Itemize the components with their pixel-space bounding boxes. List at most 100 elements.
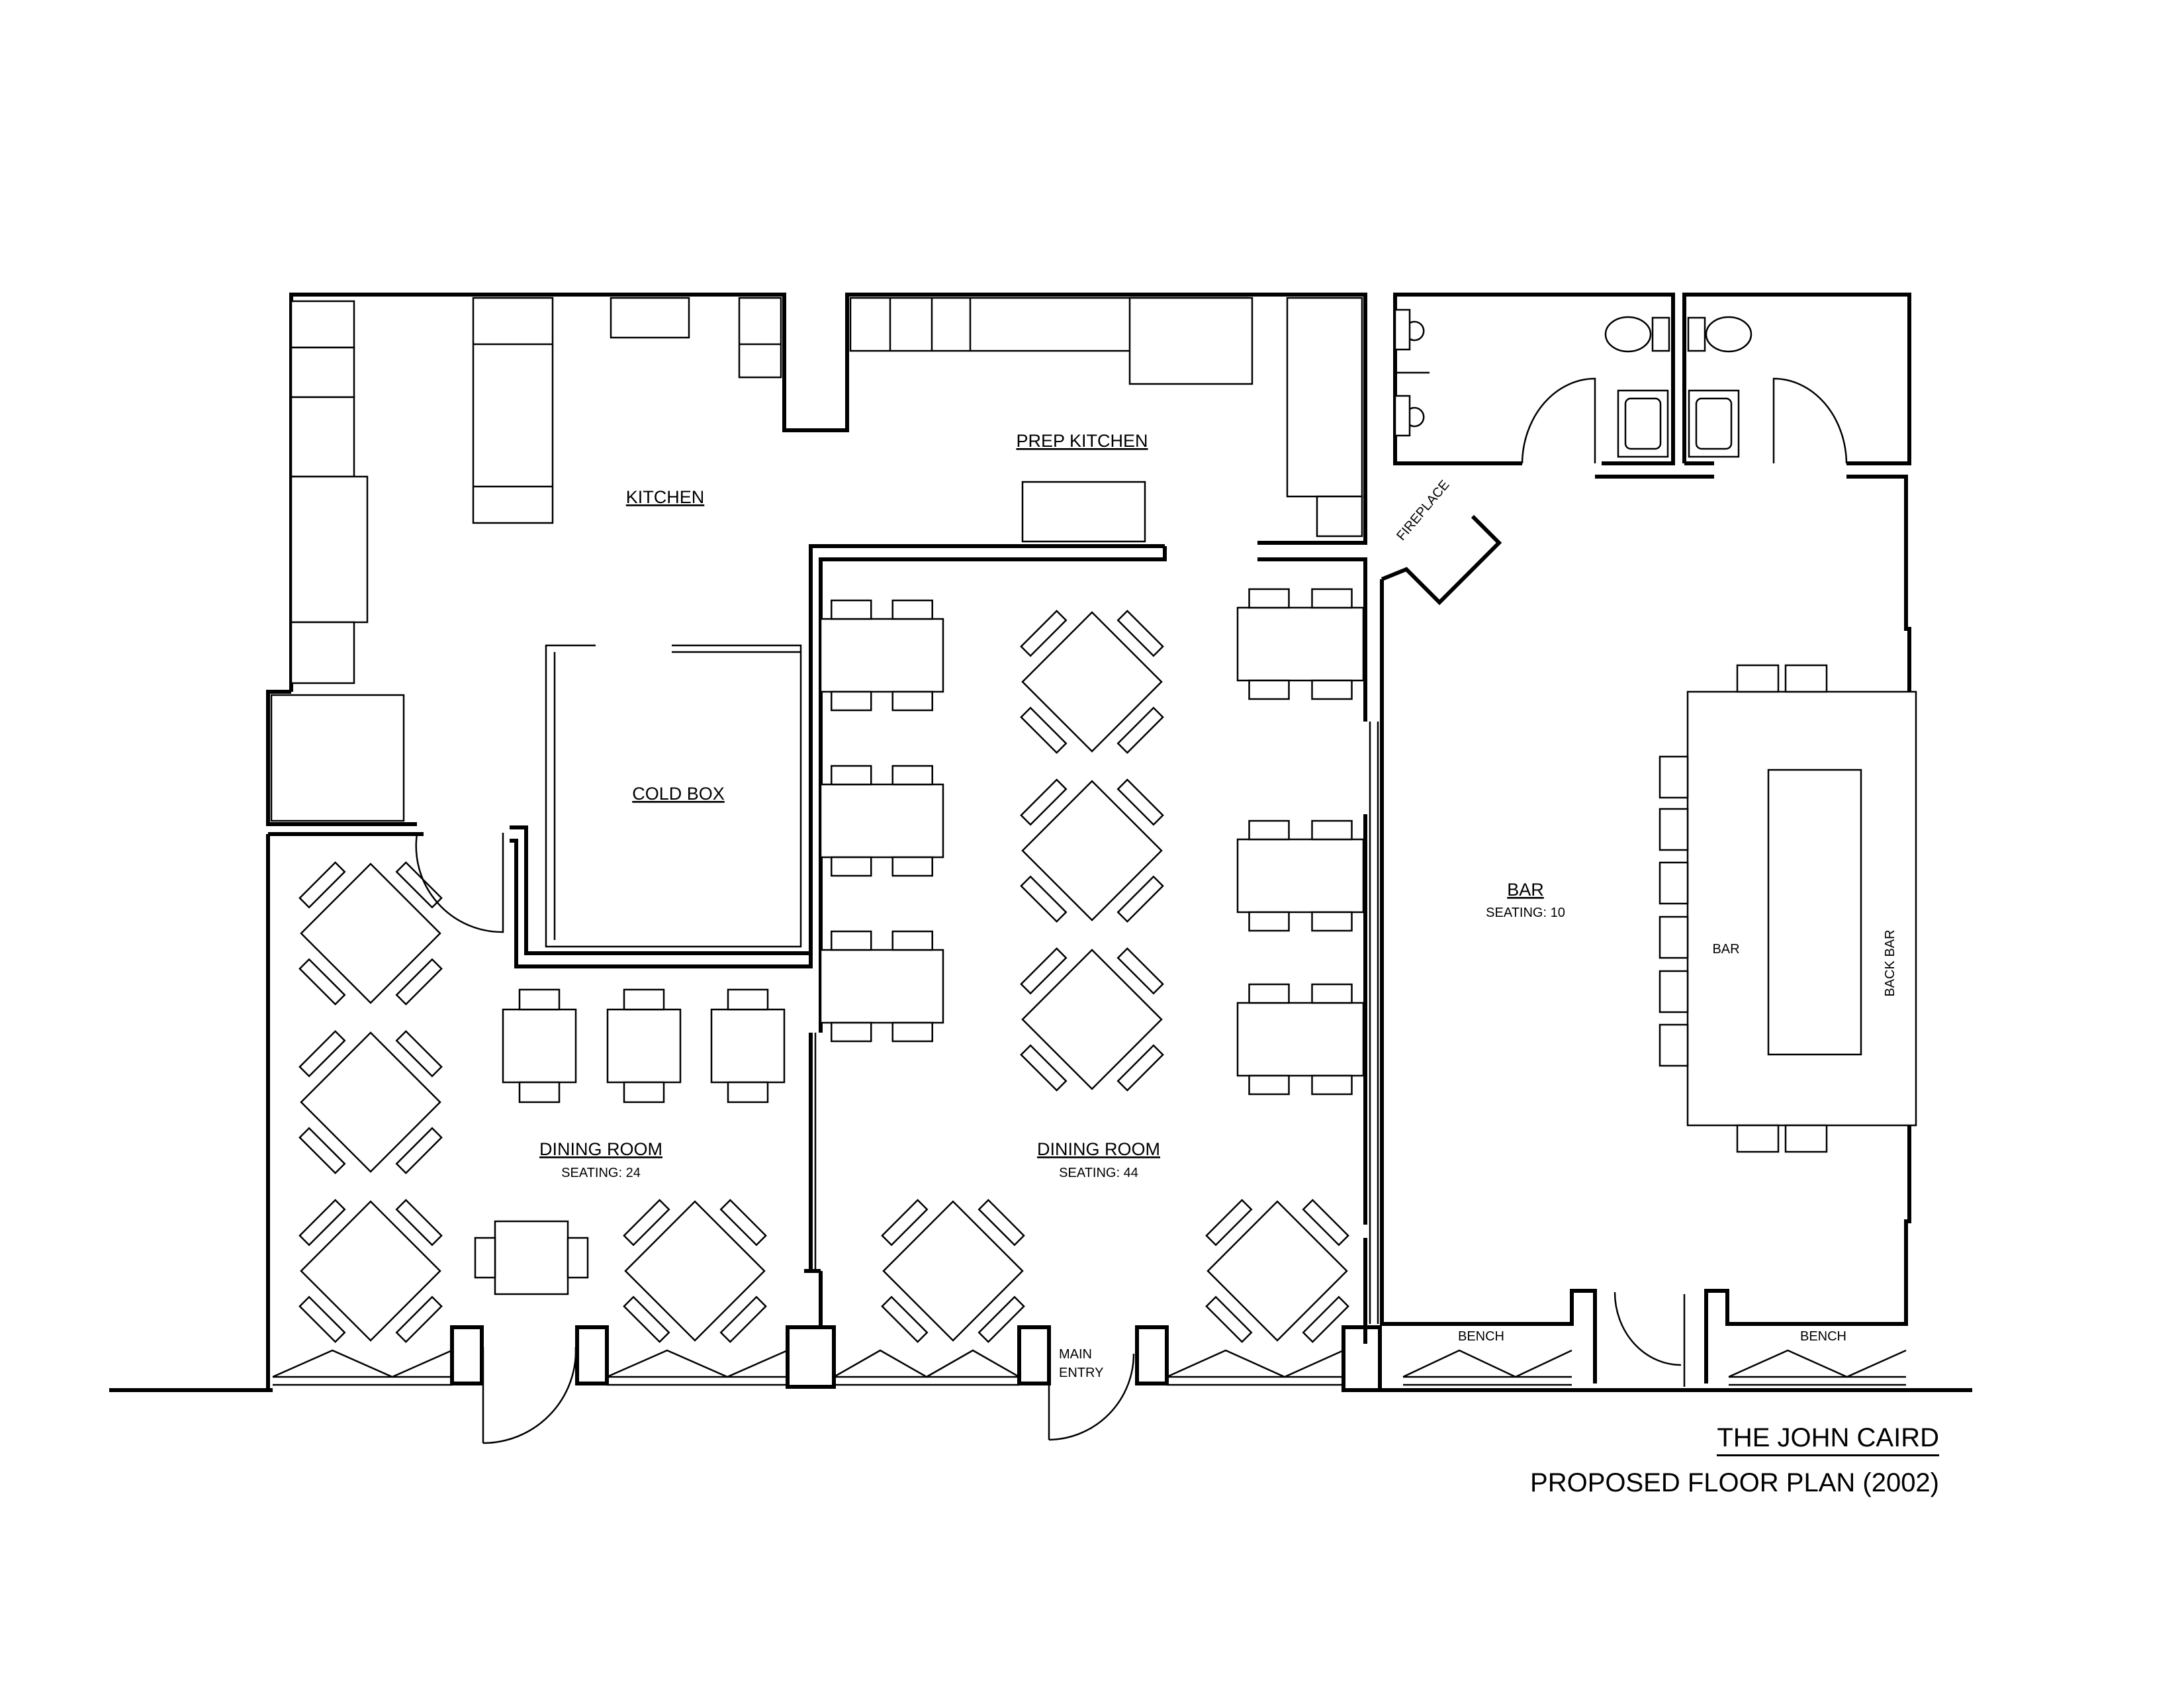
- chair: [891, 690, 933, 712]
- chair: [1248, 820, 1290, 841]
- small-table: [502, 988, 577, 1103]
- chair: [891, 765, 933, 786]
- chair: [831, 599, 872, 620]
- title-block-name: THE JOHN CAIRD: [1717, 1423, 1939, 1456]
- chair: [1302, 1295, 1349, 1343]
- diamond-table: [1020, 947, 1164, 1092]
- label-dining-main: DINING ROOM: [1037, 1139, 1160, 1159]
- thin-partitions: [545, 644, 1379, 1324]
- chair: [298, 861, 346, 909]
- chair: [891, 1021, 933, 1043]
- chair: [831, 1021, 872, 1043]
- bar-entry-door-left: [1614, 1291, 1682, 1366]
- label-dining-left: DINING ROOM: [539, 1139, 662, 1159]
- chair: [623, 988, 665, 1011]
- label-prep-kitchen: PREP KITCHEN: [1016, 431, 1148, 451]
- chair: [1116, 706, 1164, 754]
- rect-table: [819, 930, 944, 1043]
- diamond-table: [1020, 778, 1164, 923]
- chair: [1116, 947, 1164, 995]
- chair: [1311, 911, 1353, 932]
- chair: [978, 1199, 1025, 1246]
- label-main-entry-2: ENTRY: [1059, 1366, 1103, 1380]
- back-bar: [1767, 769, 1862, 1056]
- chair: [1020, 947, 1068, 995]
- diamond-table: [881, 1199, 1025, 1343]
- chair: [978, 1295, 1025, 1343]
- chair: [719, 1295, 767, 1343]
- bar-stool: [1659, 1023, 1689, 1067]
- chair: [1020, 778, 1068, 826]
- bar-stool: [1736, 664, 1780, 693]
- small-table: [606, 988, 682, 1103]
- label-bar-room: BAR: [1507, 880, 1544, 900]
- chair: [395, 958, 443, 1006]
- chair: [1020, 875, 1068, 923]
- rect-table: [1236, 983, 1365, 1096]
- window-bay: [1166, 1349, 1344, 1386]
- chair: [719, 1199, 767, 1246]
- chair: [1020, 610, 1068, 657]
- chair: [1248, 911, 1290, 932]
- chair: [395, 1295, 443, 1343]
- rect-table: [819, 599, 944, 712]
- chair: [1311, 1074, 1353, 1096]
- chair: [831, 690, 872, 712]
- main-entry-door: [1048, 1353, 1135, 1441]
- title-block-subtitle: PROPOSED FLOOR PLAN (2002): [1530, 1468, 1939, 1497]
- chair: [881, 1295, 929, 1343]
- chair: [1116, 875, 1164, 923]
- bar-counter-group: [1686, 690, 1917, 1127]
- chair: [395, 1030, 443, 1078]
- chair: [1311, 588, 1353, 609]
- chair: [1248, 983, 1290, 1004]
- chair: [1311, 679, 1353, 700]
- window-bay: [606, 1349, 788, 1386]
- chair: [298, 1199, 346, 1246]
- rect-table: [819, 765, 944, 877]
- chair: [298, 1127, 346, 1174]
- bar-stool: [1659, 970, 1689, 1013]
- label-cold-box: COLD BOX: [632, 784, 725, 804]
- rect-table: [1236, 820, 1365, 932]
- label-dining-left-seating: SEATING: 24: [561, 1166, 641, 1180]
- small-table: [710, 988, 786, 1103]
- label-bench-right: BENCH: [1800, 1329, 1846, 1344]
- chair: [1311, 820, 1353, 841]
- bar-stool: [1784, 664, 1828, 693]
- walls: [109, 293, 1972, 1392]
- chair: [727, 1081, 769, 1103]
- chair: [1311, 983, 1353, 1004]
- chair: [881, 1199, 929, 1246]
- bar-stool: [1659, 755, 1689, 799]
- facade-windows: [272, 1349, 1907, 1386]
- bar-stool: [1659, 915, 1689, 959]
- label-bench-left: BENCH: [1458, 1329, 1504, 1344]
- chair: [567, 1237, 589, 1279]
- chair: [298, 1295, 346, 1343]
- chair: [1116, 778, 1164, 826]
- bar-stool: [1659, 808, 1689, 851]
- chair: [474, 1237, 496, 1279]
- chair: [1116, 1044, 1164, 1092]
- label-bar-counter: BAR: [1712, 942, 1739, 957]
- chair: [1205, 1199, 1253, 1246]
- window-bay: [833, 1349, 1020, 1386]
- small-table: [474, 1220, 589, 1295]
- chair: [1248, 1074, 1290, 1096]
- chair: [518, 988, 561, 1011]
- bar-stool: [1659, 861, 1689, 905]
- chair: [831, 856, 872, 877]
- label-back-bar: BACK BAR: [1883, 929, 1897, 996]
- doors: [415, 833, 1686, 1444]
- chair: [623, 1199, 670, 1246]
- chair: [891, 856, 933, 877]
- kitchen-door: [415, 833, 504, 933]
- label-kitchen: KITCHEN: [626, 487, 705, 507]
- bar-stool: [1736, 1124, 1780, 1153]
- chair: [298, 958, 346, 1006]
- restroom-fixtures: [1394, 308, 1848, 464]
- dining-tables: [298, 588, 1365, 1343]
- chair: [1205, 1295, 1253, 1343]
